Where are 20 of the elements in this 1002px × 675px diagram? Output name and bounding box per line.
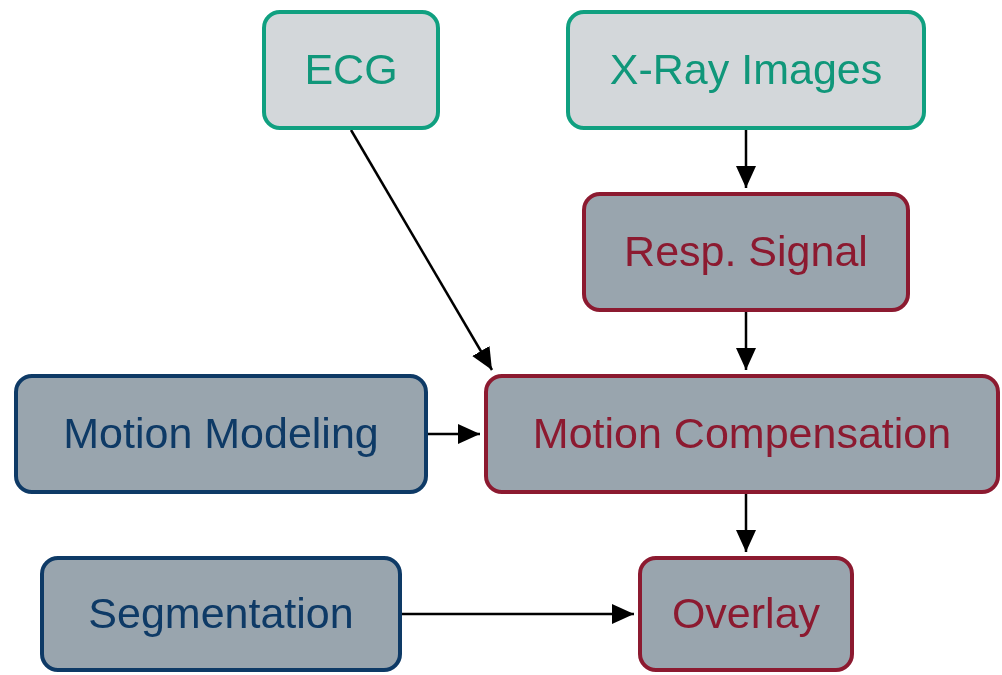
- arrow: [402, 604, 634, 624]
- box-label: Motion Modeling: [63, 408, 379, 460]
- process-box: [566, 10, 926, 130]
- process-box: [14, 374, 428, 494]
- arrow: [736, 130, 756, 188]
- box-label: ECG: [304, 44, 398, 96]
- process-box: [262, 10, 440, 130]
- arrow: [349, 129, 494, 371]
- process-box: [484, 374, 1000, 494]
- box-label: Segmentation: [88, 588, 354, 640]
- arrow: [736, 312, 756, 370]
- box-label: X-Ray Images: [609, 44, 883, 96]
- arrow: [428, 424, 480, 444]
- box-label: Resp. Signal: [624, 226, 868, 278]
- box-label: Overlay: [671, 588, 821, 640]
- arrow: [736, 494, 756, 552]
- process-box: [40, 556, 402, 672]
- box-label: Motion Compensation: [532, 408, 952, 460]
- process-box: [638, 556, 854, 672]
- process-box: [582, 192, 910, 312]
